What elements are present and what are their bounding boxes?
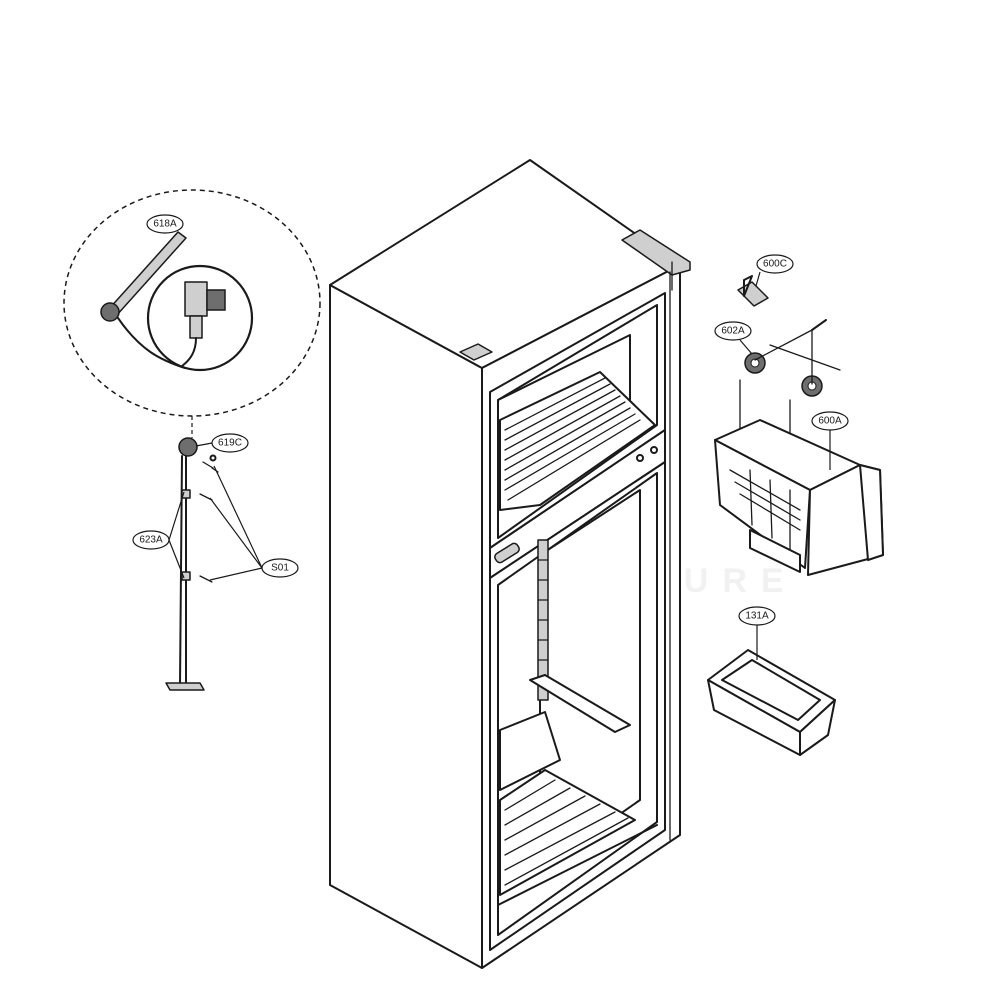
clip-part (737, 281, 769, 307)
freezer-shelf-wires (504, 377, 641, 501)
ice-maker-mold (714, 439, 811, 569)
refrigerator-cabinet (329, 159, 691, 969)
callout-618a-label: 618A (153, 219, 177, 230)
ice-maker-parts (714, 275, 884, 576)
water-line-bracket (165, 682, 205, 691)
screws (199, 454, 219, 583)
water-valve-detail (63, 189, 321, 417)
water-valve-body (184, 281, 208, 317)
callout-619c-label: 619C (218, 438, 242, 449)
callout-623a: 623A (132, 491, 185, 579)
ice-bin-side (799, 699, 836, 756)
mounting-screw (811, 319, 827, 331)
callout-600c-label: 600C (763, 259, 787, 270)
callout-602a: 602A (714, 321, 753, 355)
callout-131a-label: 131A (745, 611, 769, 622)
cabinet-left-side (329, 284, 483, 969)
callout-600c: 600C (755, 254, 794, 287)
callout-131a: 131A (738, 606, 776, 660)
bottom-wire-shelf (499, 769, 636, 896)
crisper-cover (499, 711, 561, 791)
callout-s01-label: S01 (271, 563, 289, 574)
valve-fitting (100, 302, 120, 322)
top-hinge (621, 229, 691, 276)
callout-623a-label: 623A (139, 535, 163, 546)
ice-bin (707, 649, 836, 756)
water-hose-loop (146, 264, 254, 372)
callout-s01: S01 (209, 465, 299, 581)
control-box (459, 343, 493, 361)
callout-600a: 600A (811, 411, 849, 470)
water-valve-small (178, 437, 198, 457)
callout-618a: 618A (146, 214, 184, 234)
callout-600a-label: 600A (818, 416, 842, 427)
shelf-bracket (529, 674, 631, 733)
callout-602a-label: 602A (721, 326, 745, 337)
callout-619c: 619C (195, 433, 249, 453)
